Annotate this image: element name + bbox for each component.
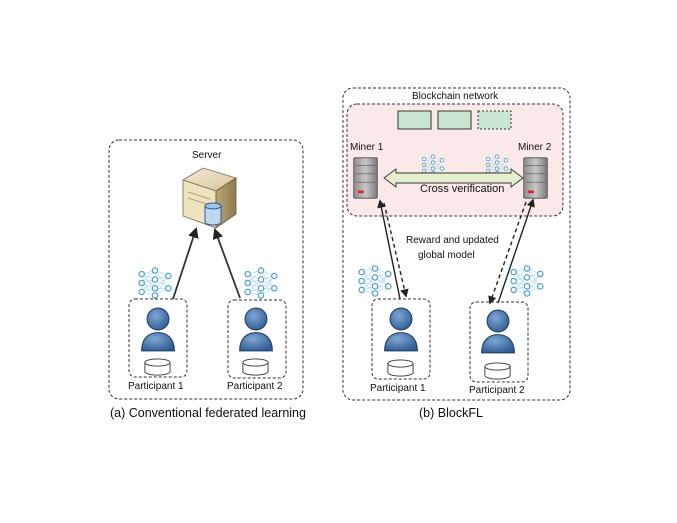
person-icon [141, 307, 175, 352]
caption-a: (a) Conventional federated learning [110, 406, 306, 420]
neural-network-icon [358, 265, 392, 297]
participant-label-2: Participant 2 [227, 381, 283, 392]
participant-label-1: Participant 1 [128, 381, 184, 392]
download-arrow-miner1 [383, 202, 409, 298]
participant-box-2 [227, 299, 287, 379]
block-icon [437, 110, 472, 130]
neural-network-icon [510, 265, 544, 297]
left-panel-border [108, 139, 304, 400]
neural-network-icon [138, 267, 172, 299]
upload-arrow-2 [212, 227, 241, 299]
person-icon [239, 307, 273, 352]
participant-label-3: Participant 1 [370, 383, 426, 394]
cross-verification-arrow [383, 168, 524, 188]
miner-server-icon [523, 157, 548, 199]
database-icon [387, 359, 414, 377]
upload-arrow-miner2 [497, 198, 535, 304]
upload-arrow-miner1 [377, 199, 401, 300]
participant-label-4: Participant 2 [469, 385, 525, 396]
caption-b: (b) BlockFL [419, 406, 483, 420]
server-label: Server [192, 150, 222, 161]
blockchain-network-label: Blockchain network [412, 91, 499, 102]
database-icon [484, 362, 511, 380]
upload-arrow-1 [172, 226, 199, 300]
reward-label-line1: Reward and updated [406, 235, 499, 246]
participant-box-1 [128, 298, 188, 378]
miner-label-2: Miner 2 [518, 142, 552, 153]
blockchain-network-area [346, 103, 564, 217]
participant-box-3 [371, 298, 431, 380]
database-icon [242, 358, 269, 376]
miner-server-icon [353, 157, 378, 199]
database-icon [204, 202, 222, 226]
miner-label-1: Miner 1 [350, 142, 384, 153]
download-arrow-miner2 [488, 201, 527, 305]
block-icon-pending [477, 110, 512, 130]
participant-box-4 [469, 301, 529, 383]
database-icon [144, 358, 171, 376]
block-icon [397, 110, 432, 130]
person-icon [481, 309, 515, 354]
cross-verification-label: Cross verification [420, 183, 505, 195]
neural-network-icon [244, 267, 278, 299]
person-icon [384, 307, 418, 352]
reward-label-line2: global model [418, 250, 475, 261]
